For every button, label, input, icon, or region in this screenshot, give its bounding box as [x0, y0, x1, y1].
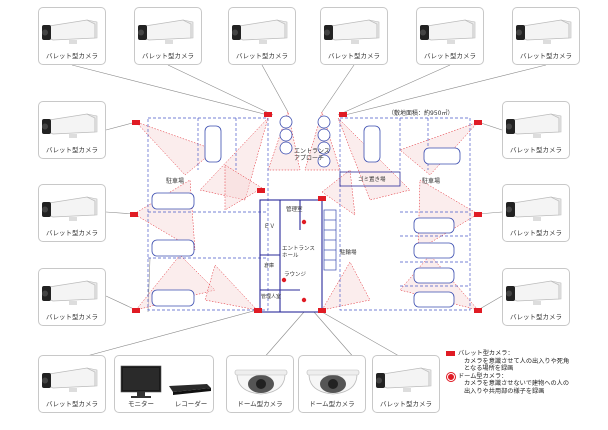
bullet-camera-label: バレット型カメラ [46, 146, 98, 154]
bullet-camera-markers [130, 112, 482, 313]
ev-label: ＥＶ [264, 224, 276, 230]
dome-camera-label: ドーム型カメラ [237, 400, 283, 408]
storage-label: 倉庫 [264, 263, 275, 269]
parking-left-label: 駐車場 [166, 178, 185, 185]
legend-bullet-title: バレット型カメラ： [458, 350, 514, 357]
bullet-camera-label: バレット型カメラ [510, 146, 562, 154]
legend-bullet-desc-2: となる場所を録画 [464, 365, 514, 373]
dome-marker-icon [447, 372, 455, 381]
recorder-label: レコーダー [174, 400, 208, 408]
bullet-camera-label: バレット型カメラ [46, 313, 98, 321]
parking-outlines [147, 117, 471, 311]
bullet-camera-card: バレット型カメラ [502, 101, 570, 159]
legend-dome-desc-2: 出入りや共用部の様子を録画 [464, 387, 545, 395]
monitor-recorder-card: モニター レコーダー [114, 355, 214, 413]
bullet-camera-card: バレット型カメラ [38, 184, 106, 242]
bullet-camera-label: バレット型カメラ [510, 313, 562, 321]
entrance-hall-label: エントランス ホール [282, 246, 315, 259]
bullet-camera-card: バレット型カメラ [416, 7, 484, 65]
monitor-label: モニター [128, 400, 154, 408]
bullet-camera-card: バレット型カメラ [512, 7, 580, 65]
bullet-camera-card: バレット型カメラ [38, 7, 106, 65]
bullet-camera-card: バレット型カメラ [228, 7, 296, 65]
parked-cars [151, 125, 461, 308]
parking-right-label: 駐車場 [422, 178, 441, 185]
bullet-camera-card: バレット型カメラ [134, 7, 202, 65]
site-area-note: （敷地面積：約950㎡） [388, 110, 454, 117]
bicycle-rack [323, 209, 337, 271]
bullet-camera-label: バレット型カメラ [236, 52, 288, 60]
garbage-area-label: ゴミ置き場 [358, 177, 386, 183]
bullet-camera-label: バレット型カメラ [520, 52, 572, 60]
bullet-camera-card: バレット型カメラ [38, 355, 106, 413]
bullet-camera-card: バレット型カメラ [502, 184, 570, 242]
building-outline [259, 199, 323, 313]
bullet-camera-label: バレット型カメラ [46, 52, 98, 60]
legend-dome-title-row: ドーム型カメラ： [446, 372, 606, 381]
legend-dome-title: ドーム型カメラ： [458, 372, 508, 380]
dome-camera-label: ドーム型カメラ [309, 400, 355, 408]
bicycle-parking-label: 駐輪場 [340, 250, 357, 256]
legend: バレット型カメラ： カメラを意識させて人の出入りや死角 となる場所を録画 ドーム… [446, 350, 606, 396]
bullet-camera-label: バレット型カメラ [380, 400, 432, 408]
bullet-camera-label: バレット型カメラ [424, 52, 476, 60]
dome-camera-markers [280, 218, 307, 303]
bullet-camera-label: バレット型カメラ [142, 52, 194, 60]
bullet-camera-label: バレット型カメラ [46, 229, 98, 237]
lounge-label: ラウンジ [284, 272, 307, 278]
trees [279, 115, 331, 168]
bullet-camera-card: バレット型カメラ [372, 355, 440, 413]
bullet-marker-icon [446, 351, 455, 356]
bullet-camera-label: バレット型カメラ [328, 52, 380, 60]
management-office-label: 管理室 [286, 207, 303, 213]
dome-camera-card: ドーム型カメラ [226, 355, 294, 413]
connection-lines [71, 64, 547, 361]
legend-bullet-desc-1: カメラを意識させて人の出入りや死角 [464, 357, 570, 365]
bullet-camera-card: バレット型カメラ [38, 268, 106, 326]
dome-camera-card: ドーム型カメラ [298, 355, 366, 413]
monitor-icon [120, 365, 211, 398]
bullet-camera-label: バレット型カメラ [46, 400, 98, 408]
bullet-camera-label: バレット型カメラ [510, 229, 562, 237]
legend-bullet-title-row: バレット型カメラ： [446, 350, 606, 358]
bullet-camera-card: バレット型カメラ [320, 7, 388, 65]
entrance-approach-label: エントランス アプローチ [294, 148, 330, 162]
legend-dome-desc-1: カメラを意識させないで建物への人の [464, 380, 570, 388]
manager-room-label: 管理人室 [261, 294, 282, 300]
bullet-camera-card: バレット型カメラ [38, 101, 106, 159]
bullet-camera-card: バレット型カメラ [502, 268, 570, 326]
